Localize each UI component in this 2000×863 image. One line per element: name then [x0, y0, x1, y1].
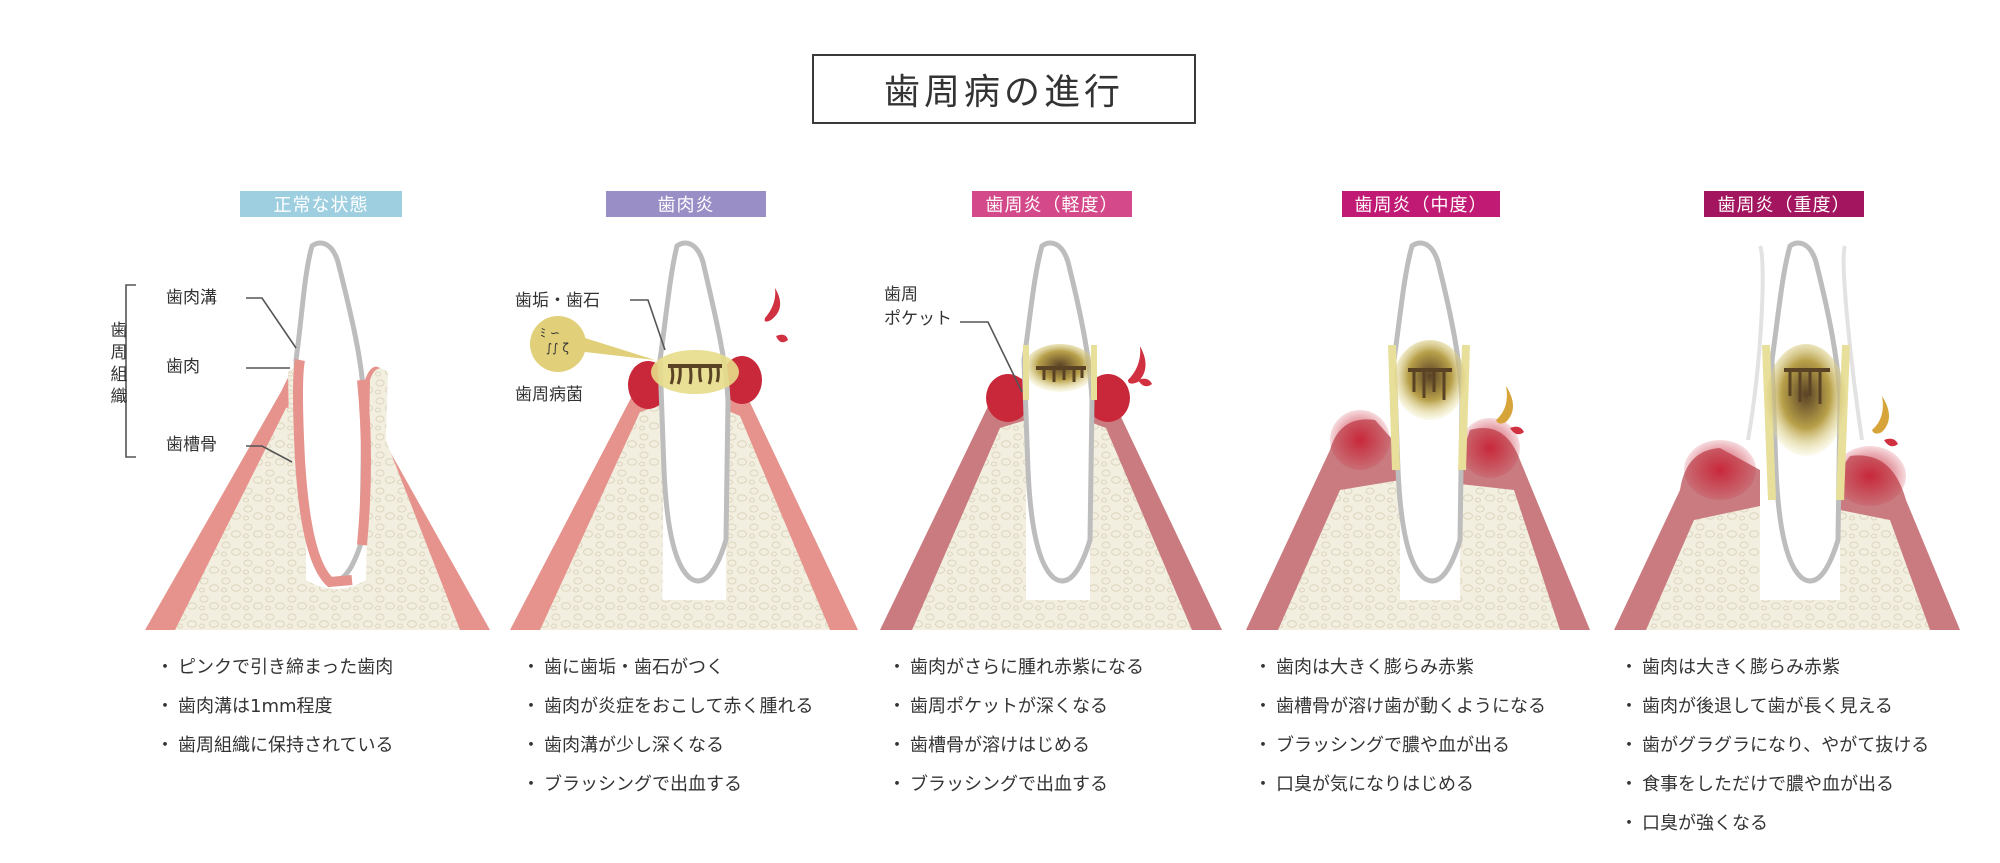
bullet-item: 歯肉が炎症をおこして赤く腫れる — [522, 687, 813, 726]
page-title: 歯周病の進行 — [812, 54, 1196, 124]
bullet-item: ピンクで引き締まった歯肉 — [156, 648, 393, 687]
bullet-item: 歯肉は大きく膨らみ赤紫 — [1254, 648, 1546, 687]
callout-pocket-line1: 歯周 — [884, 285, 918, 305]
bullet-item: ブラッシングで出血する — [522, 765, 813, 804]
leader-lines — [125, 284, 1023, 463]
stage-severe-illustration — [1614, 240, 1960, 630]
stage-label-severe: 歯周炎（重度） — [1704, 191, 1864, 217]
callout-periodontal-tissue: 歯周組織 — [110, 321, 128, 407]
callout-plaque-tartar: 歯垢・歯石 — [515, 291, 600, 311]
callout-gingival-sulcus: 歯肉溝 — [166, 288, 217, 308]
bullet-item: 歯周組織に保持されている — [156, 726, 393, 765]
stage-label-moderate: 歯周炎（中度） — [1342, 191, 1500, 217]
bullets-gingivitis: 歯に歯垢・歯石がつく 歯肉が炎症をおこして赤く腫れる 歯肉溝が少し深くなる ブラ… — [522, 648, 813, 804]
bullet-item: 歯肉が後退して歯が長く見える — [1620, 687, 1929, 726]
bullet-item: 口臭が気になりはじめる — [1254, 765, 1546, 804]
bullet-item: 口臭が強くなる — [1620, 804, 1929, 843]
stage-label-mild: 歯周炎（軽度） — [972, 191, 1132, 217]
stage-label-gingivitis: 歯肉炎 — [606, 191, 766, 217]
bullets-severe: 歯肉は大きく膨らみ赤紫 歯肉が後退して歯が長く見える 歯がグラグラになり、やがて… — [1620, 648, 1929, 843]
svg-text:∫∫ ζ: ∫∫ ζ — [546, 341, 569, 355]
stage-mild-illustration — [880, 240, 1222, 630]
bullet-item: 歯肉がさらに腫れ赤紫になる — [888, 648, 1144, 687]
bullet-item: 歯に歯垢・歯石がつく — [522, 648, 813, 687]
callout-pocket-line2: ポケット — [884, 309, 952, 329]
stage-gingivitis-illustration: ﾐ ∽ ∫∫ ζ — [510, 240, 858, 630]
stage-label-normal: 正常な状態 — [240, 191, 402, 217]
stage-normal-illustration — [145, 240, 490, 630]
callout-alveolar-bone: 歯槽骨 — [166, 435, 217, 455]
bullets-moderate: 歯肉は大きく膨らみ赤紫 歯槽骨が溶け歯が動くようになる ブラッシングで膿や血が出… — [1254, 648, 1546, 804]
callout-gingiva: 歯肉 — [166, 357, 200, 377]
bullet-item: 歯肉溝が少し深くなる — [522, 726, 813, 765]
callout-bacteria: 歯周病菌 — [515, 385, 583, 405]
svg-text:ﾐ ∽: ﾐ ∽ — [540, 326, 560, 340]
bullet-item: 歯がグラグラになり、やがて抜ける — [1620, 726, 1929, 765]
bullet-item: ブラッシングで膿や血が出る — [1254, 726, 1546, 765]
stage-moderate-illustration — [1246, 240, 1590, 630]
bullet-item: 歯周ポケットが深くなる — [888, 687, 1144, 726]
bullet-item: 食事をしただけで膿や血が出る — [1620, 765, 1929, 804]
bullets-normal: ピンクで引き締まった歯肉 歯肉溝は1mm程度 歯周組織に保持されている — [156, 648, 393, 765]
bullets-mild: 歯肉がさらに腫れ赤紫になる 歯周ポケットが深くなる 歯槽骨が溶けはじめる ブラッ… — [888, 648, 1144, 804]
bullet-item: ブラッシングで出血する — [888, 765, 1144, 804]
bullet-item: 歯槽骨が溶けはじめる — [888, 726, 1144, 765]
bullet-item: 歯肉は大きく膨らみ赤紫 — [1620, 648, 1929, 687]
bullet-item: 歯肉溝は1mm程度 — [156, 687, 393, 726]
bullet-item: 歯槽骨が溶け歯が動くようになる — [1254, 687, 1546, 726]
